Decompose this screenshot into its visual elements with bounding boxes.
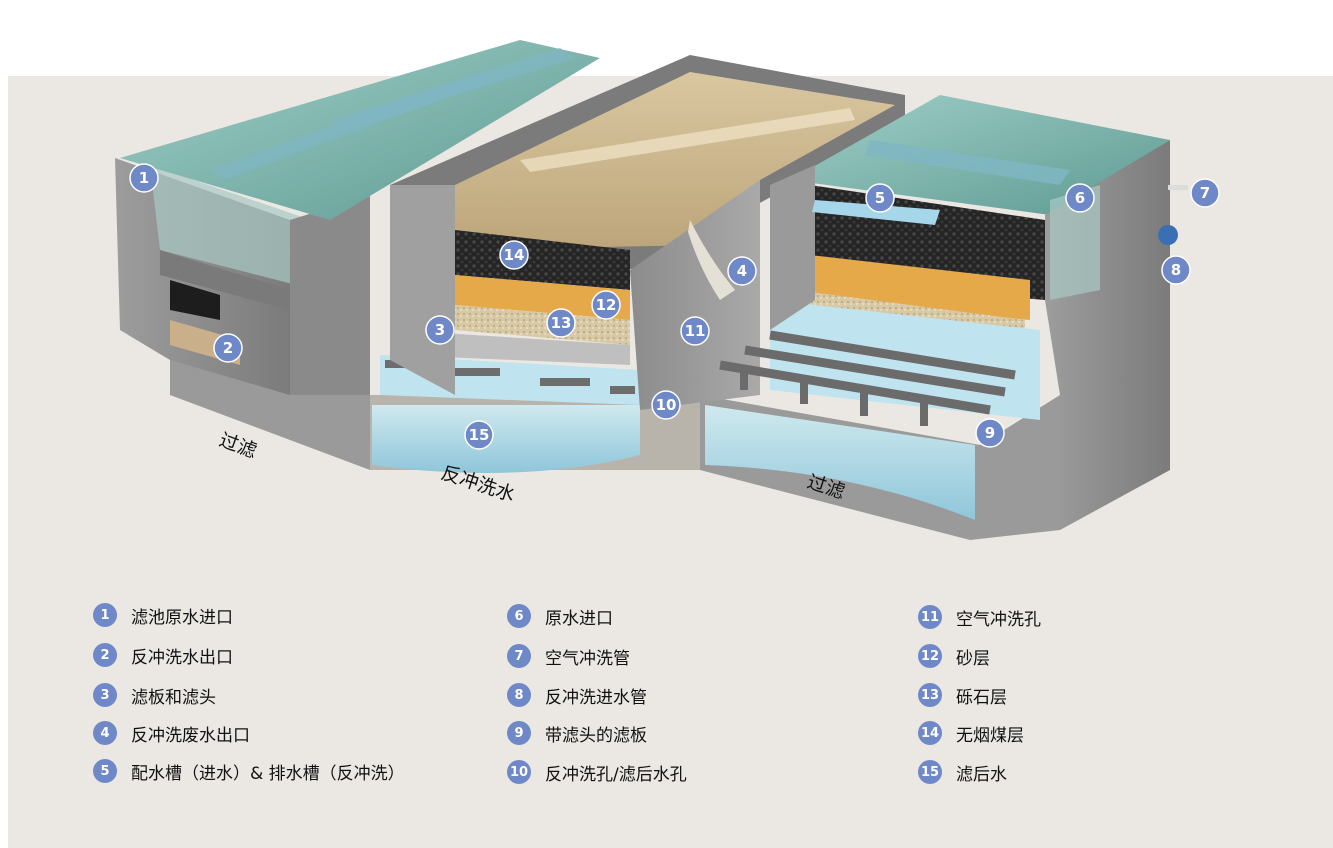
- legend-item: 6 原水进口: [507, 604, 613, 629]
- backwash-inlet-pipe: [1158, 225, 1178, 245]
- svg-text:1: 1: [139, 169, 149, 187]
- callout-5: 5: [865, 183, 895, 213]
- svg-text:6: 6: [1075, 189, 1085, 207]
- legend-item: 11 空气冲洗孔: [918, 605, 1041, 630]
- callout-2: 2: [213, 333, 243, 363]
- callout-9: 9: [975, 418, 1005, 448]
- callout-7: 7: [1190, 178, 1220, 208]
- right-underdrain-beams: [719, 330, 1016, 415]
- legend-item: 13 砾石层: [918, 683, 1007, 708]
- legend-item: 7 空气冲洗管: [507, 644, 630, 669]
- legend-item: 10 反冲洗孔/滤后水孔: [507, 760, 687, 785]
- svg-text:13: 13: [551, 314, 572, 332]
- svg-text:8: 8: [1171, 261, 1181, 279]
- middle-front-wall: [630, 180, 760, 410]
- legend-item: 4 反冲洗废水出口: [93, 721, 250, 746]
- callout-14: 14: [499, 240, 529, 270]
- svg-text:12: 12: [596, 296, 617, 314]
- filtered-water-chamber-right: [705, 405, 975, 520]
- callout-6: 6: [1065, 183, 1095, 213]
- callout-badges: 1 2 3 4 5 6 7 8 9 10 11 12 13 14 15: [129, 163, 1220, 450]
- legend-item: 8 反冲洗进水管: [507, 683, 647, 708]
- svg-text:9: 9: [985, 424, 995, 442]
- middle-sand-surface: [455, 72, 895, 250]
- svg-text:2: 2: [223, 339, 233, 357]
- legend-item: 12 砂层: [918, 644, 990, 669]
- legend-item: 1 滤池原水进口: [93, 603, 233, 628]
- filter-cross-section-diagram: 1 2 3 4 5 6 7 8 9 10 11 12 13 14 15 过滤 反…: [115, 40, 1220, 540]
- air-scour-pipe: [1168, 185, 1188, 190]
- callout-4: 4: [727, 256, 757, 286]
- callout-8: 8: [1161, 255, 1191, 285]
- legend-item: 14 无烟煤层: [918, 721, 1024, 746]
- callout-10: 10: [651, 390, 681, 420]
- callout-15: 15: [464, 420, 494, 450]
- legend-item: 5 配水槽（进水）& 排水槽（反冲洗）: [93, 759, 405, 784]
- middle-gravel-layer: [455, 305, 630, 345]
- callout-3: 3: [425, 315, 455, 345]
- callout-11: 11: [680, 316, 710, 346]
- callout-1: 1: [129, 163, 159, 193]
- svg-text:4: 4: [737, 262, 747, 280]
- svg-text:14: 14: [504, 246, 525, 264]
- middle-anthracite-layer: [455, 230, 630, 290]
- svg-text:11: 11: [685, 322, 706, 340]
- filtered-water-chamber-left: [372, 405, 640, 473]
- flow-label-filtration-left: 过滤: [216, 429, 259, 463]
- callout-12: 12: [591, 290, 621, 320]
- legend-item: 9 带滤头的滤板: [507, 721, 647, 746]
- legend-item: 15 滤后水: [918, 760, 1007, 785]
- svg-text:7: 7: [1200, 184, 1210, 202]
- legend-item: 2 反冲洗水出口: [93, 643, 233, 668]
- callout-13: 13: [546, 308, 576, 338]
- distribution-trough: [812, 200, 940, 225]
- svg-text:3: 3: [435, 321, 445, 339]
- svg-text:10: 10: [656, 396, 677, 414]
- legend-item: 3 滤板和滤头: [93, 683, 216, 708]
- svg-text:5: 5: [875, 189, 885, 207]
- svg-text:15: 15: [469, 426, 490, 444]
